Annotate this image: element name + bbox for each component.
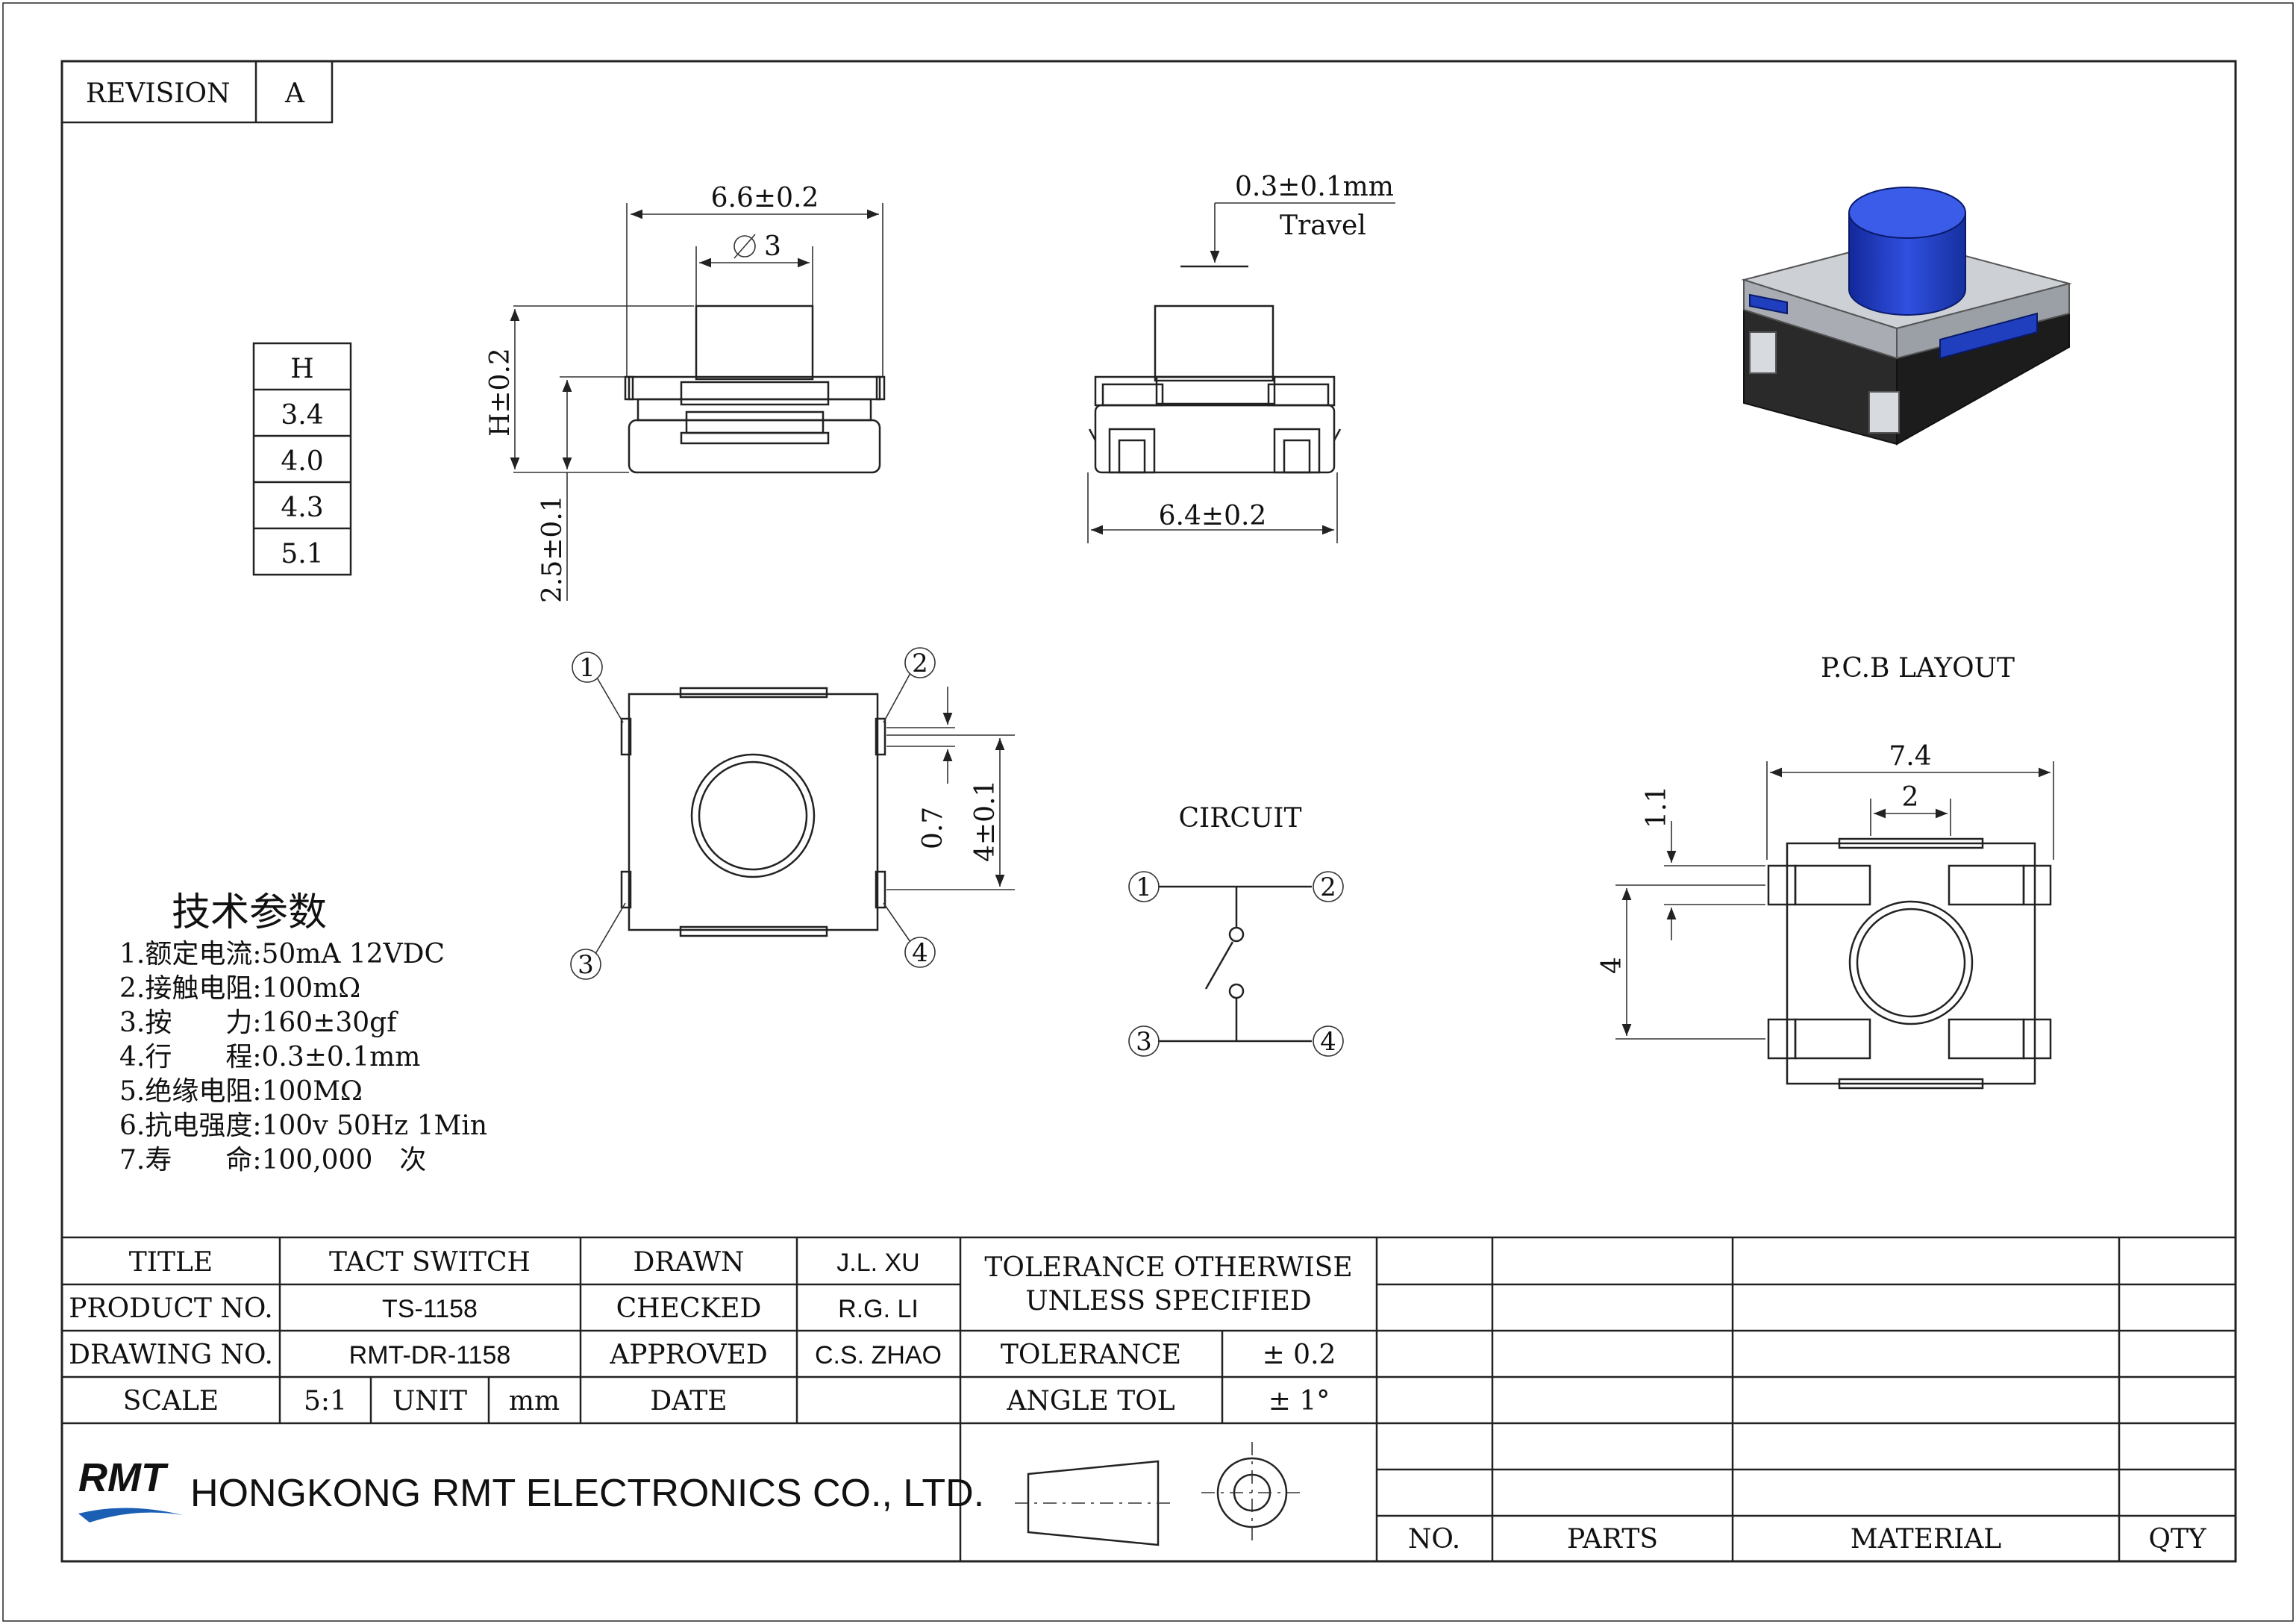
spec-item-3: 4.行 程:0.3±0.1mm bbox=[119, 1042, 420, 1072]
drawn-value: J.L. XU bbox=[836, 1249, 919, 1277]
spec-item-5: 6.抗电强度:100v 50Hz 1Min bbox=[119, 1111, 487, 1141]
tolerance-label: TOLERANCE bbox=[1001, 1340, 1181, 1370]
height-table-header: H bbox=[290, 354, 313, 384]
approved-value: C.S. ZHAO bbox=[815, 1341, 942, 1370]
checked-value: R.G. LI bbox=[838, 1295, 919, 1323]
unit-label: UNIT bbox=[392, 1386, 467, 1417]
spec-item-2: 3.按 力:160±30gf bbox=[119, 1008, 398, 1038]
diameter-symbol bbox=[733, 235, 756, 257]
height-value-2: 4.3 bbox=[281, 493, 323, 523]
projection-symbol bbox=[1015, 1442, 1303, 1546]
top-view: 1 2 3 4 0.7 4±0.1 bbox=[570, 647, 1015, 980]
product-value: TS-1158 bbox=[382, 1295, 478, 1323]
title-block: TITLE TACT SWITCH PRODUCT NO. TS-1158 DR… bbox=[62, 1236, 2236, 1561]
circuit-title: CIRCUIT bbox=[1179, 803, 1302, 834]
specs-title: 技术参数 bbox=[172, 890, 327, 935]
pcb-inner: 2 bbox=[1902, 782, 1919, 813]
revision-box: REVISION A bbox=[60, 60, 334, 124]
circuit-pin-1: 1 bbox=[1136, 872, 1152, 902]
title-label: TITLE bbox=[129, 1247, 213, 1278]
company-logo-text: RMT bbox=[78, 1455, 169, 1500]
bom-header-qty: QTY bbox=[2148, 1524, 2207, 1555]
title-value: TACT SWITCH bbox=[329, 1247, 531, 1278]
spec-item-0: 1.额定电流:50mA 12VDC bbox=[119, 939, 445, 969]
revision-label: REVISION bbox=[86, 78, 231, 109]
height-value-1: 4.0 bbox=[281, 446, 323, 477]
dim-travel-value: 0.3±0.1mm bbox=[1235, 172, 1394, 202]
company-name: HONGKONG RMT ELECTRONICS CO., LTD. bbox=[190, 1472, 984, 1515]
angle-label: ANGLE TOL bbox=[1006, 1386, 1174, 1417]
circuit-pin-4: 4 bbox=[1320, 1027, 1336, 1057]
pcb-layout: P.C.B LAYOUT 7.4 2 1.1 4 bbox=[1597, 653, 2054, 1090]
dim-height: H±0.2 bbox=[485, 348, 516, 437]
bom-header-no: NO. bbox=[1408, 1524, 1460, 1555]
bom-header-parts: PARTS bbox=[1567, 1524, 1658, 1555]
scale-label: SCALE bbox=[123, 1386, 219, 1417]
angle-value: ± 1° bbox=[1269, 1386, 1330, 1417]
tech-specs: 技术参数 1.额定电流:50mA 12VDC 2.接触电阻:100mΩ 3.按 … bbox=[119, 890, 487, 1175]
scale-value: 5:1 bbox=[304, 1386, 347, 1417]
unit-value: mm bbox=[509, 1386, 560, 1417]
pcb-pitch: 4 bbox=[1597, 957, 1627, 974]
tolerance-note-1: TOLERANCE OTHERWISE bbox=[984, 1252, 1352, 1283]
dim-width: 6.6±0.2 bbox=[711, 183, 819, 213]
side-view: 0.3±0.1mm Travel 6.4±0.2 bbox=[1087, 172, 1395, 543]
height-value-3: 5.1 bbox=[281, 539, 323, 569]
circuit-pin-2: 2 bbox=[1320, 872, 1336, 902]
circuit-diagram: CIRCUIT 1 2 3 4 bbox=[1128, 803, 1344, 1057]
approved-label: APPROVED bbox=[609, 1340, 768, 1370]
tolerance-value: ± 0.2 bbox=[1263, 1340, 1336, 1370]
height-value-0: 3.4 bbox=[281, 400, 323, 431]
product-label: PRODUCT NO. bbox=[69, 1293, 272, 1324]
company-logo: RMT bbox=[78, 1455, 183, 1522]
drawing-value: RMT-DR-1158 bbox=[349, 1341, 511, 1370]
bom-header-material: MATERIAL bbox=[1851, 1524, 2002, 1555]
dim-base-height: 2.5±0.1 bbox=[537, 495, 568, 603]
dim-travel-label: Travel bbox=[1280, 210, 1366, 241]
revision-value: A bbox=[284, 78, 305, 109]
inner-frame bbox=[60, 60, 2237, 1563]
drawing-label: DRAWING NO. bbox=[69, 1340, 273, 1370]
drawn-label: DRAWN bbox=[633, 1247, 744, 1278]
pcb-width: 7.4 bbox=[1889, 741, 1931, 772]
dim-diameter: 3 bbox=[764, 231, 781, 262]
front-view: 6.6±0.2 3 H±0.2 2.5±0.1 bbox=[485, 183, 886, 603]
dim-side-width: 6.4±0.2 bbox=[1159, 501, 1267, 531]
top-pin-3: 3 bbox=[578, 950, 594, 980]
height-table: H 3.4 4.0 4.3 5.1 bbox=[252, 342, 352, 576]
tolerance-note-2: UNLESS SPECIFIED bbox=[1025, 1286, 1311, 1317]
spec-item-4: 5.绝缘电阻:100MΩ bbox=[119, 1076, 363, 1107]
date-label: DATE bbox=[650, 1386, 727, 1417]
isometric-view bbox=[1741, 187, 2072, 446]
spec-item-1: 2.接触电阻:100mΩ bbox=[119, 973, 360, 1004]
pcb-title: P.C.B LAYOUT bbox=[1821, 653, 2015, 684]
top-pin-4: 4 bbox=[912, 938, 928, 968]
circuit-pin-3: 3 bbox=[1136, 1027, 1152, 1057]
dim-pin-gap: 0.7 bbox=[918, 807, 948, 849]
spec-item-6: 7.寿 命:100,000 次 bbox=[119, 1145, 426, 1175]
dim-pin-span: 4±0.1 bbox=[970, 780, 1001, 862]
top-pin-1: 1 bbox=[579, 653, 595, 683]
pcb-pad: 1.1 bbox=[1642, 786, 1672, 828]
checked-label: CHECKED bbox=[616, 1293, 762, 1324]
top-pin-2: 2 bbox=[912, 649, 928, 678]
